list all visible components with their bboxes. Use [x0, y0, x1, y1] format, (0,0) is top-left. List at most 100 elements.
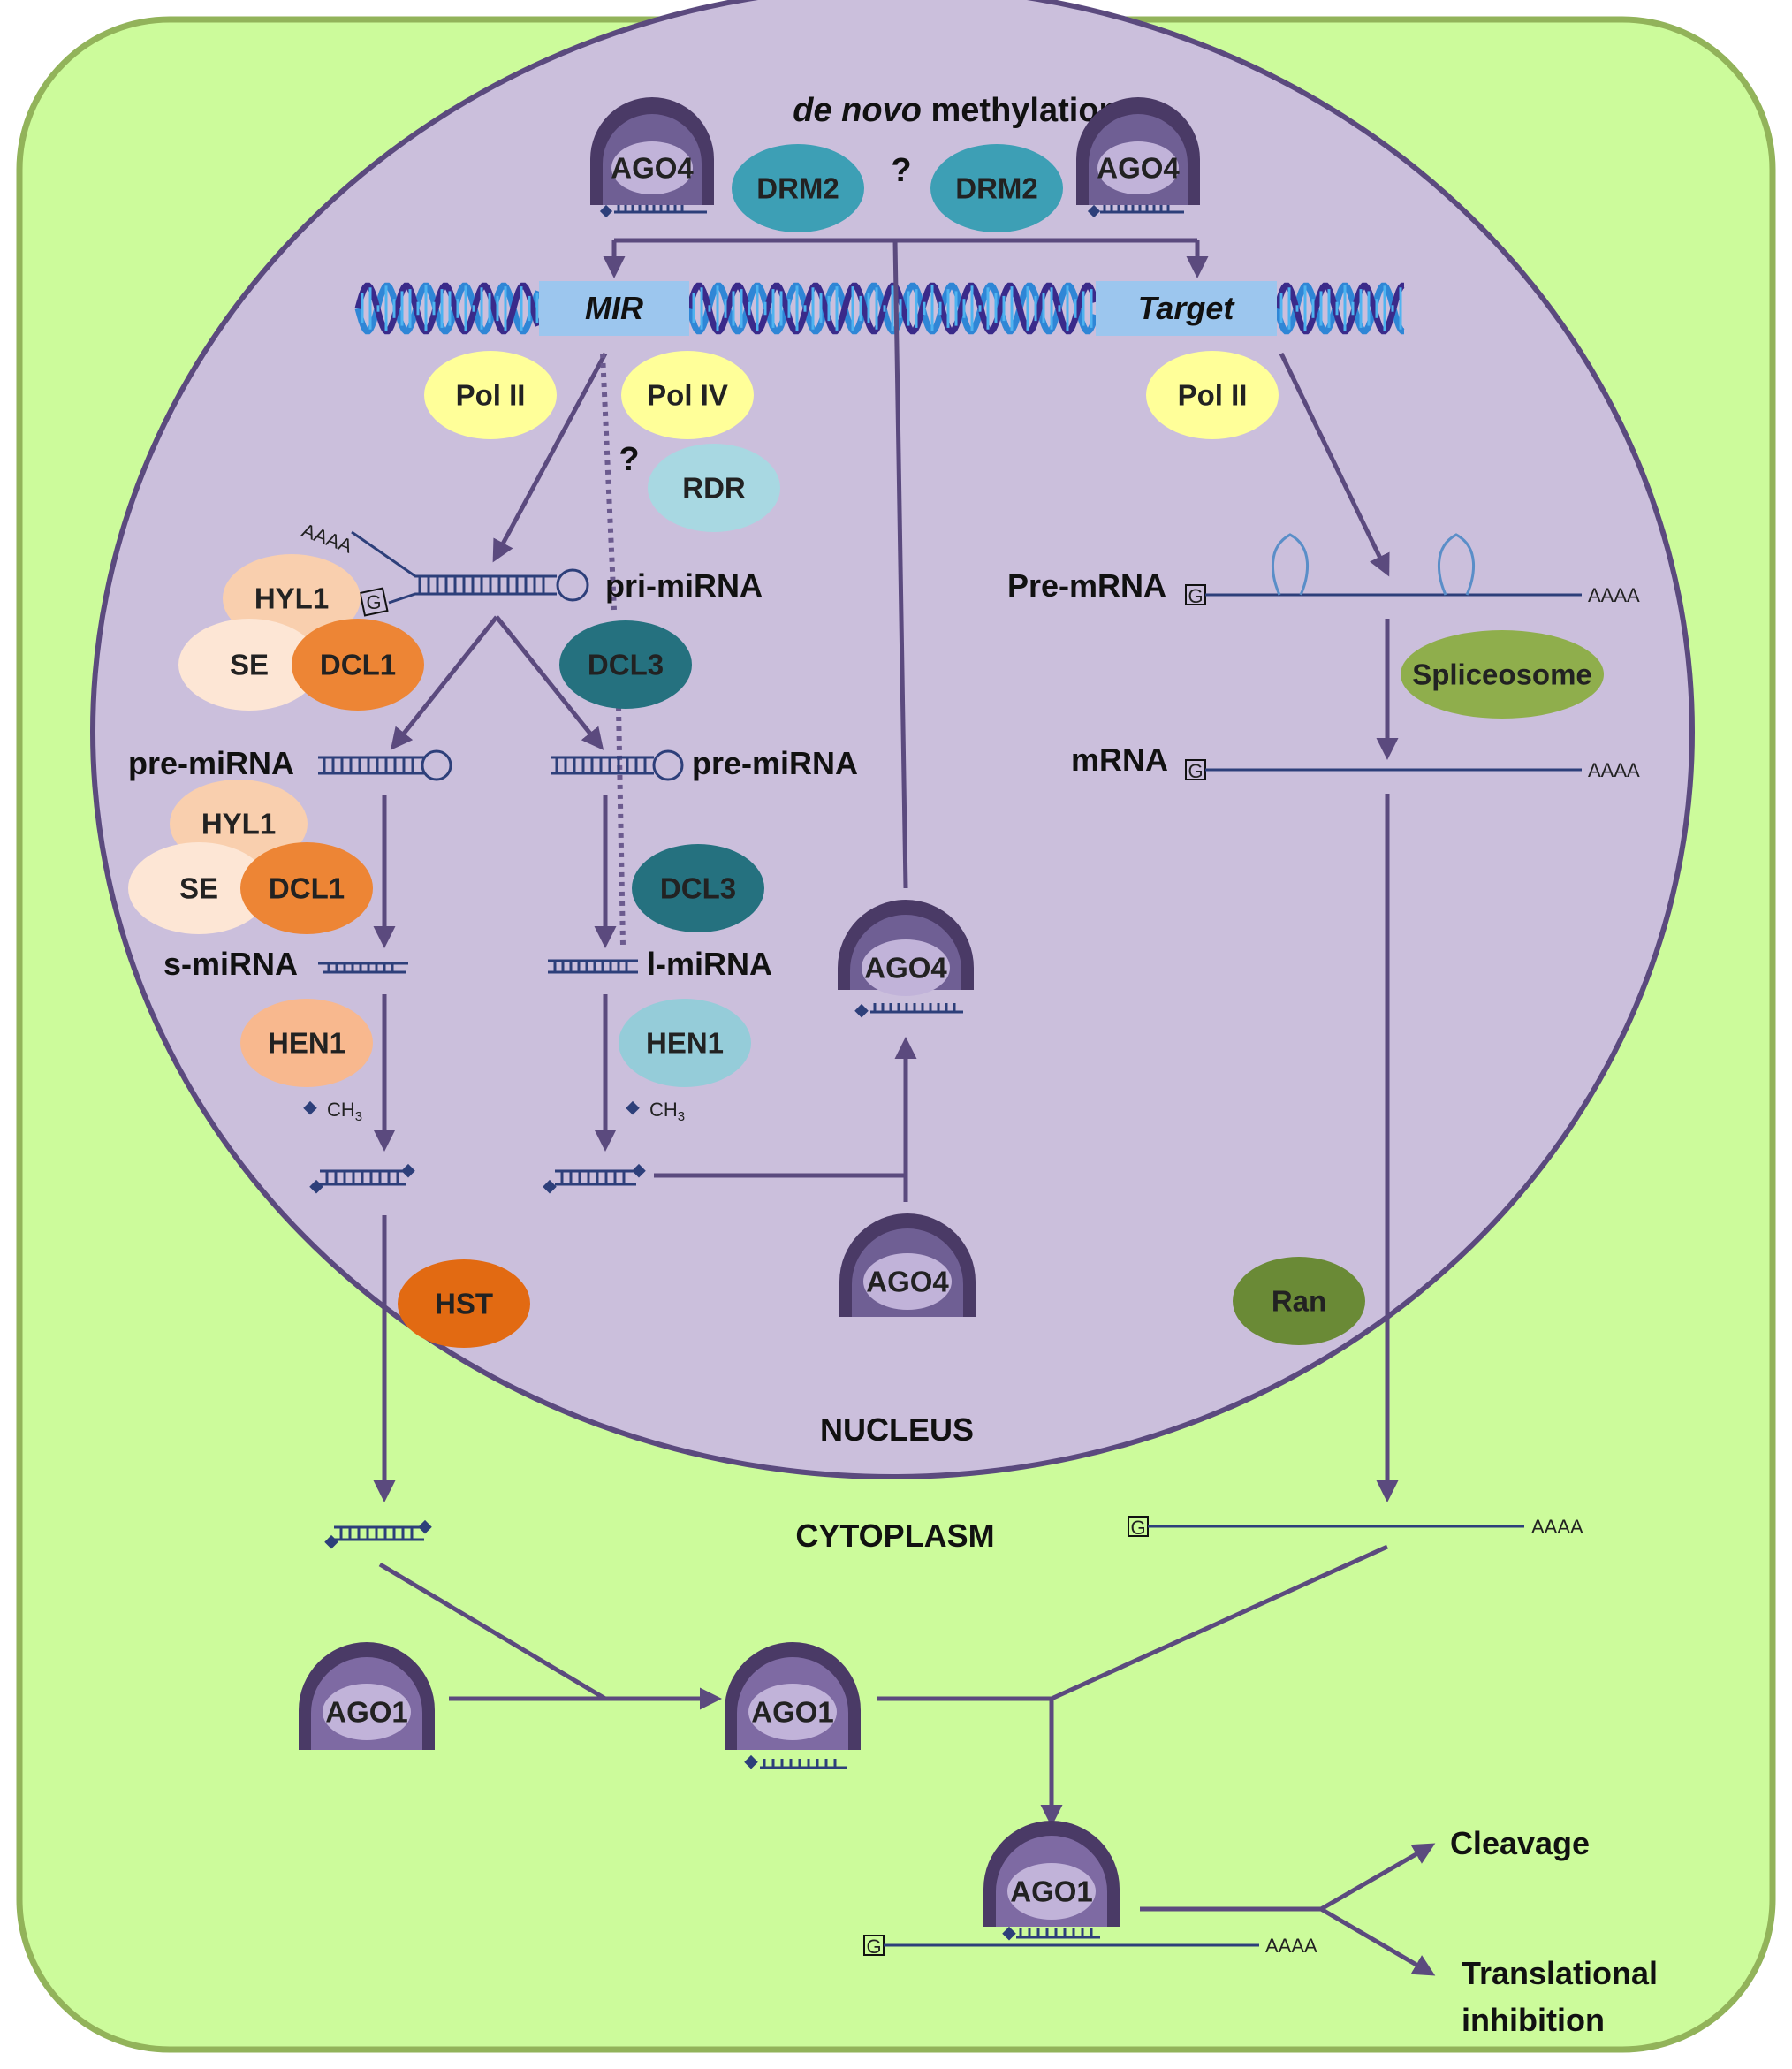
rdr-label: RDR [682, 472, 746, 505]
g-cap-label: G [1130, 1517, 1145, 1539]
ago4-label: AGO4 [611, 152, 694, 185]
nucleus-label: NUCLEUS [820, 1411, 974, 1448]
hen1-right-label: HEN1 [646, 1027, 724, 1060]
dcl3-lower-label: DCL3 [660, 872, 736, 905]
drm2-left [732, 144, 864, 232]
spliceosome [1401, 630, 1604, 719]
target-to-pre-mrna-arrow [1279, 352, 1390, 577]
dna-helix-strand [1273, 282, 1405, 335]
mirna-to-ago1-line [378, 1562, 607, 1701]
se-lower [128, 842, 270, 934]
translational-inhibition-arrow [1319, 1906, 1436, 1976]
ago1-label: AGO1 [325, 1696, 408, 1729]
ago4-loaded-complex: AGO4 [838, 900, 974, 1018]
dcl3-upper [559, 620, 692, 709]
s-mirna-duplex [318, 962, 408, 974]
l-mirna-duplex [548, 959, 638, 974]
cleavage-arrow [1319, 1843, 1436, 1912]
hen1-right [619, 999, 751, 1087]
target-gene-box [1096, 281, 1277, 336]
ago4-complex-top-right: AGO4 [1076, 97, 1200, 218]
dcl3-lower [632, 844, 764, 932]
mir-gene-box [539, 281, 689, 336]
hen1-left [240, 999, 373, 1087]
g-cap-label: G [1188, 760, 1203, 782]
small-rna-duplex [1100, 205, 1184, 214]
cytoplasm-label: CYTOPLASM [795, 1518, 994, 1554]
pre-mirna-right-hairpin [551, 749, 684, 781]
methyl-marker-right [626, 1100, 640, 1115]
dna-helix-strand [1273, 282, 1405, 335]
dcl1-lower-label: DCL1 [269, 872, 345, 905]
pol-iv [621, 351, 754, 439]
dcl1-upper [292, 619, 424, 711]
dna-helix-strand [354, 282, 542, 335]
hst [398, 1259, 530, 1348]
se-upper [178, 619, 320, 711]
ago4-label: AGO4 [864, 952, 947, 985]
ago4-up-to-methylation [892, 240, 908, 889]
mrna-to-merge-line [1050, 1544, 1389, 1701]
g-cap-label: G [366, 591, 381, 613]
pri-mirna-label: pri-miRNA [605, 567, 763, 604]
methylated-l-mirna-duplex [543, 1163, 646, 1194]
dna-helix-strand [354, 282, 542, 335]
ago1-label: AGO1 [751, 1696, 834, 1729]
hst-label: HST [435, 1288, 493, 1320]
small-rna-duplex [614, 205, 707, 214]
mir-gene-label: MIR [585, 290, 643, 326]
se-upper-label: SE [230, 649, 269, 681]
drm2-right-label: DRM2 [955, 172, 1038, 205]
dcl3-upper-label: DCL3 [588, 649, 664, 681]
ran [1233, 1257, 1365, 1345]
pol-iv-label: Pol IV [647, 379, 728, 412]
pol-iv-dotted-path [600, 353, 626, 947]
question-mark-methylation: ? [891, 152, 911, 189]
cleavage-label: Cleavage [1450, 1825, 1590, 1861]
pri-to-pre-right-arrow [495, 615, 604, 750]
cytoplasm-mrna-strand: G AAAA [1128, 1516, 1583, 1539]
rdr [648, 444, 780, 532]
pol-ii-left-label: Pol II [456, 379, 526, 412]
ago4-complex-top-left: AGO4 [590, 97, 714, 218]
hen1-left-label: HEN1 [268, 1027, 345, 1060]
mrna-strand: G AAAA [1185, 759, 1640, 782]
ago4-label: AGO4 [866, 1266, 949, 1298]
pre-mirna-left-label: pre-miRNA [128, 745, 294, 781]
l-mirna-label: l-miRNA [647, 946, 772, 982]
poly-a-tail-label: AAAA [1531, 1516, 1583, 1538]
translational-label: Translational [1462, 1955, 1658, 1991]
poly-a-tail-label: AAAA [1588, 759, 1640, 781]
hyl1-upper-label: HYL1 [254, 582, 329, 615]
pre-mirna-left-hairpin [318, 749, 452, 781]
mrna-label: mRNA [1071, 742, 1168, 778]
poly-a-tail-label: AAAA [1265, 1935, 1317, 1957]
g-cap-label: G [866, 1936, 881, 1958]
poly-a-tail-label: AAAA [1588, 584, 1640, 606]
dcl1-lower [240, 842, 373, 934]
pri-to-pre-left-arrow [390, 615, 498, 750]
ago1-unloaded-complex: AGO1 [299, 1642, 435, 1750]
g-cap-label: G [1188, 585, 1203, 607]
ran-label: Ran [1272, 1285, 1326, 1318]
denovo-methylation-title: de novo methylation [793, 92, 1120, 129]
ch3-label-right: CH3 [649, 1099, 685, 1124]
pre-mrna-strand: G AAAA [1185, 533, 1640, 607]
hyl1-lower-label: HYL1 [201, 808, 276, 841]
pol-ii-left [424, 351, 557, 439]
mir-to-pri-mirna-arrow [492, 352, 608, 563]
spliceosome-label: Spliceosome [1412, 658, 1592, 691]
ago1-loaded-complex: AGO1 [725, 1642, 861, 1769]
dcl1-upper-label: DCL1 [320, 649, 396, 681]
ago1-targeting-complex: AGO1 [983, 1821, 1120, 1941]
se-lower-label: SE [179, 872, 218, 905]
pre-mrna-label: Pre-mRNA [1007, 567, 1166, 604]
cytoplasm-mirna-duplex [324, 1519, 432, 1549]
ch3-label-left: CH3 [327, 1099, 362, 1124]
dna-strand: MIR Target [354, 281, 1405, 336]
pol-ii-right [1146, 351, 1279, 439]
s-mirna-label: s-miRNA [163, 946, 298, 982]
inhibition-label: inhibition [1462, 2002, 1605, 2038]
targeted-mrna-strand: G AAAA [863, 1935, 1317, 1958]
